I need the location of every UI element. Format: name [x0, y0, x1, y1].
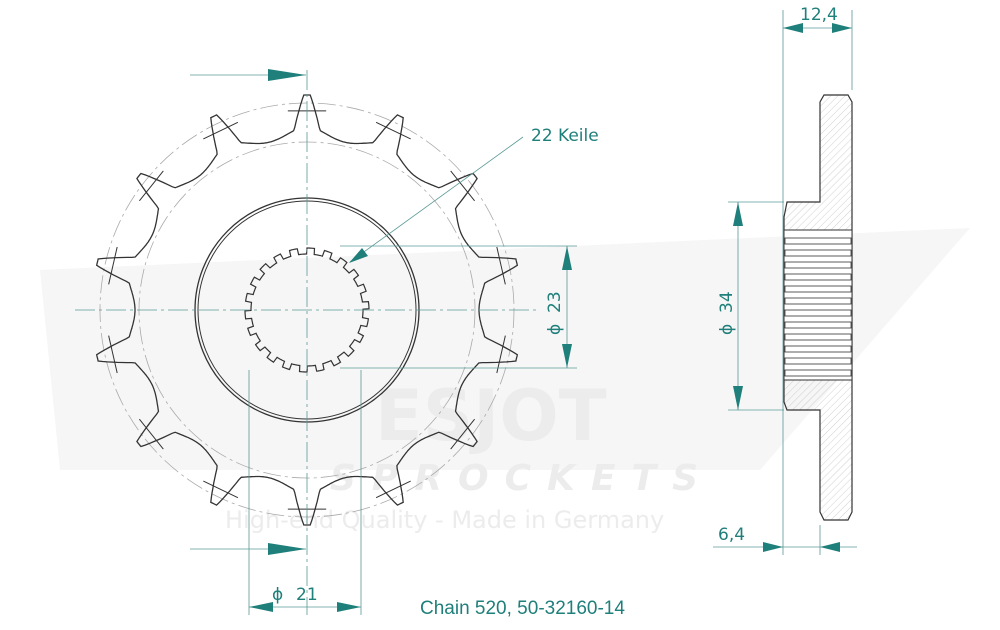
watermark-slogan: High-end Quality - Made in Germany [225, 506, 664, 534]
tooth-chamfer-line [496, 335, 506, 374]
side-dimensions [713, 10, 857, 555]
w124-arrow-left-icon [783, 23, 803, 33]
sprocket-side-view [783, 94, 853, 521]
d21-arrow-left-icon [249, 602, 273, 612]
sprocket-teeth-outline [95, 94, 519, 526]
d21-arrow-right-icon [337, 602, 361, 612]
d23-arrow-bottom-icon [562, 344, 572, 368]
side-spline-groove [784, 285, 852, 293]
d21-symbol: ϕ [272, 585, 283, 605]
side-spline-groove [784, 333, 852, 341]
side-spline-groove [784, 261, 852, 269]
side-spline-groove [784, 249, 852, 257]
tooth-chamfer-line [375, 121, 411, 140]
side-spline-groove [784, 357, 852, 365]
bottom-section-arrow-icon [268, 543, 306, 555]
side-spline-groove [784, 273, 852, 281]
side-spline-groove [784, 297, 852, 305]
d34-arrow-bottom-icon [733, 386, 743, 410]
tooth-chamfer-line [203, 480, 239, 499]
spline-leader-arrow-icon [349, 248, 368, 263]
d23-arrow-top-icon [562, 246, 572, 270]
w64-arrow-left-icon [763, 542, 783, 552]
watermark-brand: ESJOT [375, 375, 607, 457]
top-section-arrow-icon [268, 69, 306, 81]
d23-value: 23 [545, 291, 565, 313]
side-spline-lines [784, 237, 852, 377]
d23-symbol: ϕ [545, 324, 565, 335]
d21-value: 21 [296, 585, 318, 605]
tooth-chamfer-line [496, 246, 506, 285]
tooth-chamfer-line [450, 418, 475, 450]
side-spline-groove [784, 321, 852, 329]
side-spline-groove [784, 369, 852, 377]
tooth-chamfer-line [139, 170, 164, 202]
w64-arrow-right-icon [820, 542, 840, 552]
d34-value: 34 [717, 291, 737, 313]
sprocket-front-view [75, 70, 540, 615]
w124-arrow-right-icon [832, 23, 852, 33]
tooth-chamfer-line [139, 418, 164, 450]
spline-bore-outline [244, 247, 370, 373]
w64-value: 6,4 [718, 525, 745, 545]
spline-count-label: 22 Keile [531, 126, 599, 146]
d34-symbol: ϕ [717, 324, 737, 335]
watermark-sub: SPROCKETS [330, 458, 714, 499]
side-spline-groove [784, 345, 852, 353]
tooth-chamfer-line [108, 335, 118, 374]
d34-arrow-top-icon [733, 202, 743, 226]
watermark: ESJOT SPROCKETS High-end Quality - Made … [40, 228, 970, 534]
side-spline-groove [784, 237, 852, 245]
front-dimensions [190, 69, 577, 615]
tooth-chamfer-line [375, 480, 411, 499]
side-spline-groove [784, 309, 852, 317]
tooth-chamfer-lines [108, 110, 506, 510]
tooth-chamfer-line [203, 121, 239, 140]
spline-section [783, 229, 853, 381]
tooth-chamfer-line [450, 170, 475, 202]
spline-leader-line [349, 136, 524, 263]
w124-value: 12,4 [800, 5, 838, 25]
part-caption: Chain 520, 50-32160-14 [420, 598, 625, 619]
tooth-chamfer-line [108, 246, 118, 285]
